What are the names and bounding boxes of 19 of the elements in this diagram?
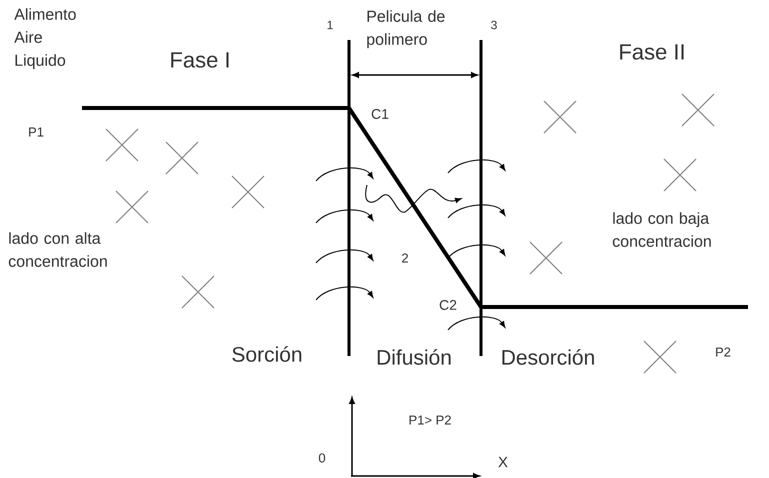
phase-label: Fase II — [620, 44, 684, 60]
film-label: Pelicula de polimero — [367, 10, 445, 48]
pressure-label: P2 — [716, 347, 730, 357]
process-label: Sorción — [232, 346, 302, 362]
side-note: lado con alta concentracion — [8, 232, 107, 267]
medium-list: Alimento Aire Liquido — [14, 8, 76, 70]
process-label: Difusión — [378, 349, 451, 365]
concentration-label: C1 — [372, 109, 388, 119]
pressure-label: P1 — [29, 128, 44, 136]
axis-origin-label: 0 — [318, 453, 326, 463]
zone-number: 2 — [402, 253, 408, 263]
boundary-number: 1 — [328, 20, 333, 30]
axis-label: X — [498, 456, 508, 468]
pressure-comparison: P1> P2 — [410, 415, 451, 425]
phase-label: Fase I — [171, 52, 229, 68]
side-note: lado con baja concentracion — [612, 212, 711, 247]
concentration-label: C2 — [440, 300, 456, 310]
process-label: Desorción — [502, 349, 594, 365]
boundary-number: 3 — [491, 20, 497, 30]
